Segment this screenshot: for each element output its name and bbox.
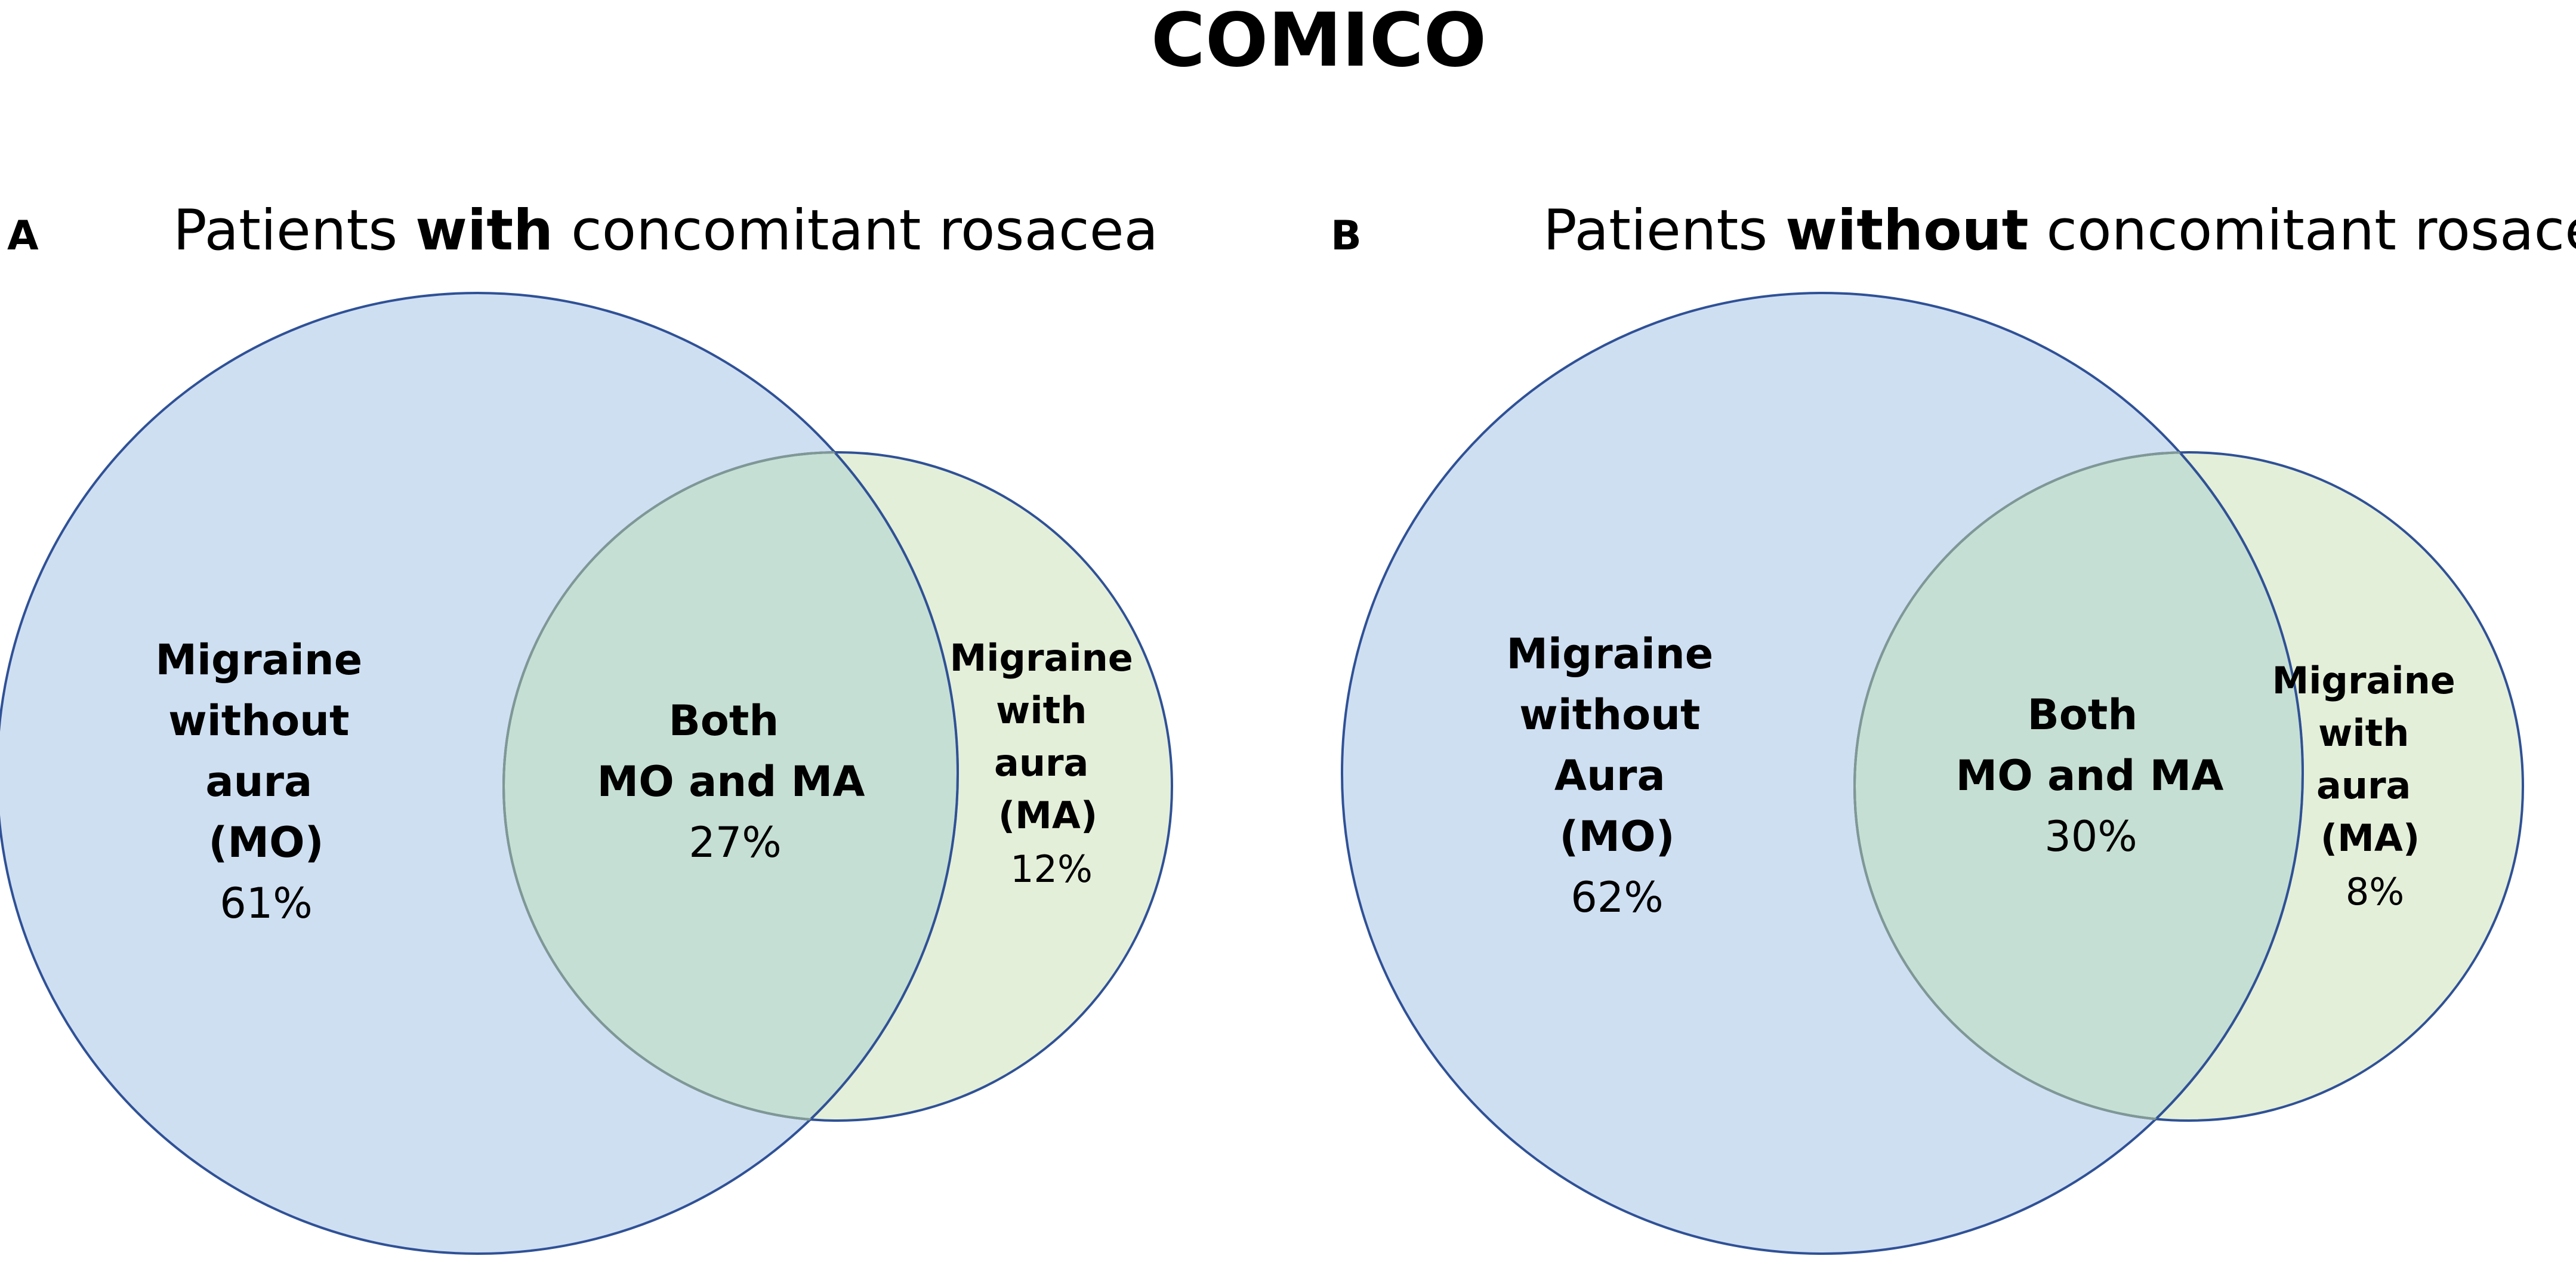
panel-letter-b: B [1331, 212, 1362, 260]
both-label-b: Both MO and MA [1956, 690, 2224, 800]
panel-b: B Patients without concomitant rosacea M… [1331, 198, 2576, 1255]
both-value-b: 30% [2044, 812, 2137, 861]
mo-value-b: 62% [1571, 873, 1664, 922]
mo-label-b: Migraine without Aura (MO) [1506, 630, 1727, 861]
ma-value-a: 12% [1010, 847, 1093, 891]
ma-label-a: Migraine with aura (MA) [950, 636, 1146, 837]
ma-label-b: Migraine with aura (MA) [2272, 659, 2469, 860]
mo-label-a: Migraine without aura (MO) [155, 635, 377, 867]
both-label-a: Both MO and MA [597, 696, 865, 806]
ma-value-b: 8% [2346, 870, 2404, 914]
panel-b-subtitle: Patients without concomitant rosacea [1543, 198, 2576, 263]
panel-letter-a: A [7, 212, 39, 260]
panel-a: A Patients with concomitant rosacea Migr… [0, 198, 1173, 1255]
figure-title: COMICO [1151, 0, 1486, 84]
panel-a-subtitle: Patients with concomitant rosacea [173, 198, 1158, 263]
mo-outline-a [0, 292, 959, 1255]
both-value-a: 27% [689, 818, 782, 867]
mo-value-a: 61% [220, 879, 313, 928]
mo-outline-b [1341, 292, 2304, 1255]
